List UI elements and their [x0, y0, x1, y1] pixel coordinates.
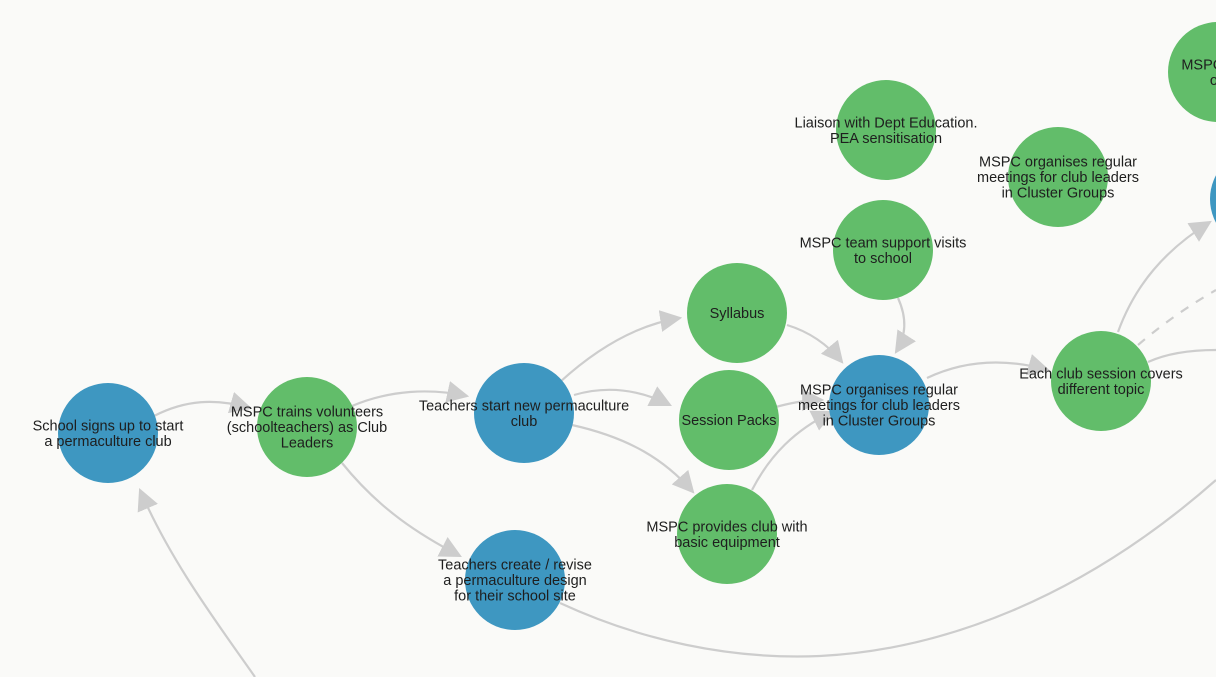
node-label-line: a permaculture design — [443, 573, 586, 589]
node-circle — [833, 200, 933, 300]
node-label-line: MSPC organises regular — [800, 383, 958, 399]
node-label-line: School signs up to start — [33, 418, 184, 434]
edge-create-to-right — [559, 479, 1216, 658]
node-mspc-trains-volunteers[interactable]: MSPC trains volunteers(schoolteachers) a… — [227, 377, 387, 477]
node-label-line: Session Packs — [681, 413, 776, 429]
node-label-line: MSPC help — [1181, 57, 1216, 73]
node-circle — [829, 355, 929, 455]
node-label-line: MSPC provides club with — [646, 519, 807, 535]
node-label-line: meetings for club leaders — [977, 170, 1139, 186]
node-circle — [1051, 331, 1151, 431]
node-syllabus[interactable]: Syllabus — [687, 263, 787, 363]
edge-start-to-equipment — [571, 423, 695, 494]
node-circle — [836, 80, 936, 180]
node-circle — [677, 484, 777, 584]
edge-trains-to-create — [341, 462, 462, 558]
node-mspc-helps[interactable]: MSPC helpon — [1168, 22, 1216, 122]
node-label-line: in Cluster Groups — [1002, 186, 1115, 202]
node-label-line: meetings for club leaders — [798, 398, 960, 414]
edge-bottom-to-signs-up — [137, 487, 256, 677]
node-circle — [58, 383, 158, 483]
node-label-line: Leaders — [281, 436, 333, 452]
node-circle — [257, 377, 357, 477]
edge-session-to-club-me — [1116, 220, 1212, 333]
node-circle — [1210, 175, 1216, 223]
node-circle — [1168, 22, 1216, 122]
edge-equipment-to-cluster — [751, 410, 834, 491]
node-liaison-dept-education[interactable]: Liaison with Dept Education.PEA sensitis… — [795, 80, 978, 180]
edge-session-to-cl — [1147, 348, 1216, 364]
edges — [137, 220, 1216, 677]
edge-session-dashed — [1137, 289, 1216, 346]
node-label-line: different topic — [1058, 382, 1145, 398]
node-label-line: on — [1210, 73, 1216, 89]
node-label-line: a permaculture club — [44, 434, 171, 450]
edge-trains-to-start — [351, 381, 470, 408]
node-label-line: MSPC organises regular — [979, 155, 1137, 171]
edge-signs-up-to-trains — [153, 391, 253, 417]
node-circle — [465, 530, 565, 630]
edge-visits-to-cluster — [894, 297, 916, 354]
node-club-me[interactable]: Club meper — [1210, 149, 1216, 249]
node-label-line: PEA sensitisation — [830, 131, 942, 147]
node-session-packs[interactable]: Session Packs — [679, 370, 779, 470]
edge-start-to-syllabus — [559, 310, 683, 383]
node-label-line: Teachers start new permaculture — [419, 398, 629, 414]
node-label-line: Liaison with Dept Education. — [795, 115, 978, 131]
node-label-line: in Cluster Groups — [823, 414, 936, 430]
node-label-line: MSPC team support visits — [800, 235, 967, 251]
edge-cluster-to-each-session — [926, 354, 1051, 379]
node-label-line: Syllabus — [710, 306, 765, 322]
node-label-line: Each club session covers — [1019, 366, 1183, 382]
node-label-line: to school — [854, 251, 912, 267]
node-label-line: (schoolteachers) as Club — [227, 420, 387, 436]
node-label-line: MSPC trains volunteers — [231, 405, 383, 421]
edge-start-to-packs — [573, 386, 672, 406]
node-label-line: basic equipment — [674, 535, 780, 551]
node-circle — [679, 370, 779, 470]
node-circle — [1008, 127, 1108, 227]
node-label-line: Teachers create / revise — [438, 558, 592, 574]
edge-syllabus-to-cluster — [786, 323, 844, 364]
node-label-line: club — [511, 414, 538, 430]
node-circle — [474, 363, 574, 463]
node-label-line: for their school site — [454, 589, 576, 605]
node-circle — [687, 263, 787, 363]
